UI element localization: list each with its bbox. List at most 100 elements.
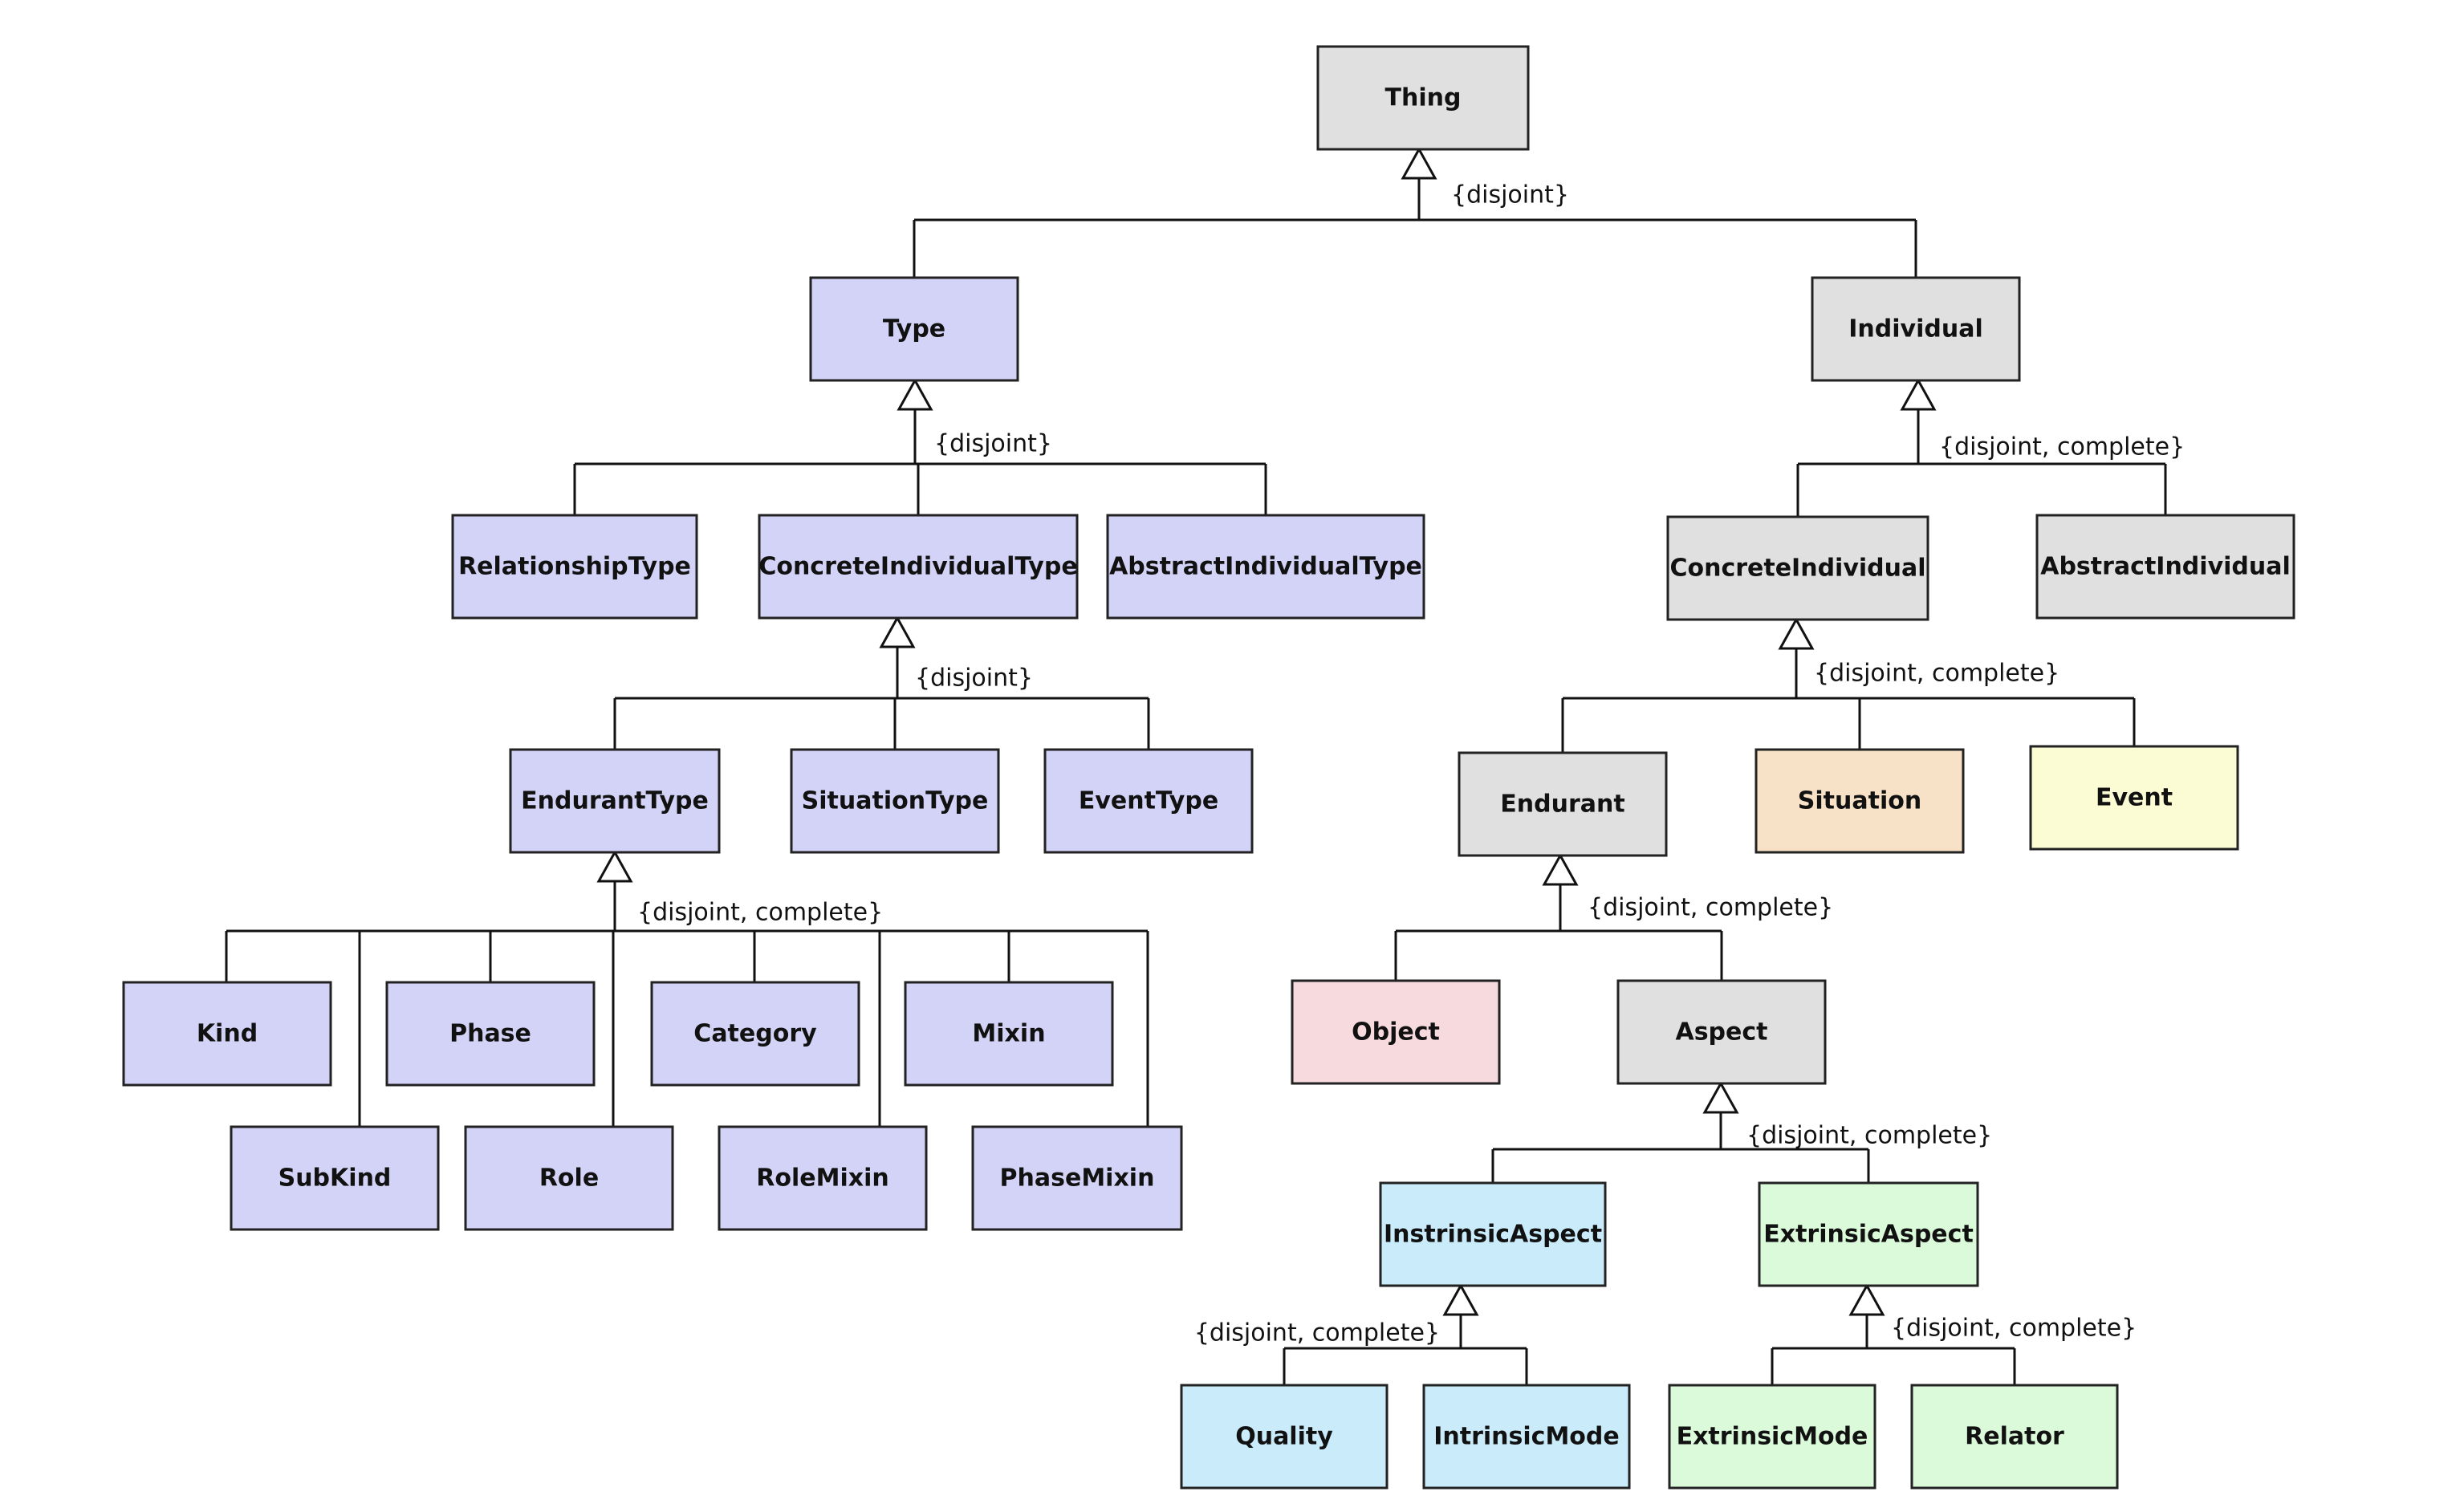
class-phase[interactable]: Phase (385, 981, 596, 1087)
class-box (1291, 979, 1501, 1085)
class-box (1758, 1181, 1979, 1287)
class-box (790, 748, 1000, 854)
class-label: Phase (449, 1020, 531, 1048)
class-extrinsic-mode[interactable]: ExtrinsicMode (1668, 1384, 1876, 1490)
class-aspect[interactable]: Aspect (1616, 979, 1827, 1085)
class-relator[interactable]: Relator (1910, 1384, 2119, 1490)
class-event[interactable]: Event (2029, 745, 2239, 851)
class-box (971, 1125, 1183, 1231)
generalization-arrow-icon (1848, 1282, 1885, 1316)
class-endurant[interactable]: Endurant (1458, 751, 1668, 857)
class-label: Role (539, 1164, 599, 1193)
class-label: Kind (197, 1020, 258, 1048)
class-label: Situation (1798, 787, 1921, 815)
class-label: Individual (1848, 315, 1982, 343)
class-label: Object (1352, 1018, 1440, 1047)
class-box (385, 981, 596, 1087)
class-abstract-individual-type[interactable]: AbstractIndividualType (1106, 514, 1425, 620)
class-subkind[interactable]: SubKind (230, 1125, 440, 1231)
generalization-arrow-icon (596, 849, 633, 883)
class-label: EndurantType (521, 787, 709, 815)
class-type[interactable]: Type (809, 276, 1019, 382)
class-instrinsic-aspect[interactable]: InstrinsicAspect (1379, 1181, 1607, 1287)
class-abstract-individual[interactable]: AbstractIndividual (2035, 514, 2295, 620)
class-box (2035, 514, 2295, 620)
class-box (1910, 1384, 2119, 1490)
class-kind[interactable]: Kind (122, 981, 332, 1087)
class-label: ExtrinsicAspect (1763, 1221, 1974, 1249)
class-label: SituationType (802, 787, 989, 815)
constraint-label-concrete_individual: {disjoint, complete} (1814, 660, 2059, 688)
constraint-label-extrinsic_aspect: {disjoint, complete} (1891, 1315, 2137, 1343)
class-endurant-type[interactable]: EndurantType (509, 748, 721, 854)
class-object[interactable]: Object (1291, 979, 1501, 1085)
class-extrinsic-aspect[interactable]: ExtrinsicAspect (1758, 1181, 1979, 1287)
class-phase-mixin[interactable]: PhaseMixin (971, 1125, 1183, 1231)
class-mixin[interactable]: Mixin (904, 981, 1114, 1087)
class-label: Thing (1385, 84, 1462, 112)
class-box (1422, 1384, 1631, 1490)
class-box (650, 981, 860, 1087)
class-relationship-type[interactable]: RelationshipType (451, 514, 698, 620)
class-box (1180, 1384, 1389, 1490)
class-quality[interactable]: Quality (1180, 1384, 1389, 1490)
class-box (1668, 1384, 1876, 1490)
class-label: Type (883, 315, 945, 343)
class-label: Mixin (972, 1020, 1045, 1048)
class-event-type[interactable]: EventType (1043, 748, 1254, 854)
class-individual[interactable]: Individual (1811, 276, 2021, 382)
class-label: RoleMixin (756, 1164, 888, 1193)
class-label: PhaseMixin (1000, 1164, 1155, 1193)
constraint-label-endurant: {disjoint, complete} (1588, 894, 1833, 922)
class-role-mixin[interactable]: RoleMixin (718, 1125, 928, 1231)
class-label: Category (693, 1020, 817, 1048)
class-label: IntrinsicMode (1433, 1423, 1620, 1451)
class-box (509, 748, 721, 854)
constraint-label-concrete_individual_type: {disjoint} (915, 665, 1033, 693)
class-box (1043, 748, 1254, 854)
class-box (1616, 979, 1827, 1085)
class-label: InstrinsicAspect (1384, 1221, 1602, 1249)
class-concrete-individual-type[interactable]: ConcreteIndividualType (758, 514, 1079, 620)
class-box (758, 514, 1079, 620)
class-concrete-individual[interactable]: ConcreteIndividual (1666, 515, 1929, 621)
generalization-arrow-icon (1702, 1080, 1739, 1114)
class-role[interactable]: Role (464, 1125, 674, 1231)
constraint-labels: {disjoint} {disjoint} {disjoint, complete}… (637, 181, 2185, 1347)
constraint-label-type: {disjoint} (934, 430, 1052, 458)
class-intrinsic-mode[interactable]: IntrinsicMode (1422, 1384, 1631, 1490)
class-label: Endurant (1500, 791, 1624, 819)
generalization-arrow-icon (1542, 852, 1579, 886)
class-situation-type[interactable]: SituationType (790, 748, 1000, 854)
class-label: SubKind (279, 1164, 392, 1193)
class-label: RelationshipType (458, 553, 691, 581)
generalization-edges (225, 146, 2167, 1385)
class-label: ConcreteIndividual (1669, 555, 1925, 583)
class-box (1316, 45, 1530, 151)
class-thing[interactable]: Thing (1316, 45, 1530, 151)
class-label: ExtrinsicMode (1677, 1423, 1868, 1451)
generalization-arrow-icon (1442, 1282, 1479, 1316)
class-box (1379, 1181, 1607, 1287)
class-box (718, 1125, 928, 1231)
generalization-arrow-icon (1778, 616, 1815, 650)
class-label: AbstractIndividualType (1109, 553, 1422, 581)
generalization-arrow-icon (1401, 146, 1437, 180)
class-category[interactable]: Category (650, 981, 860, 1087)
class-label: Relator (1965, 1423, 2064, 1451)
class-label: Aspect (1675, 1018, 1767, 1047)
class-box (451, 514, 698, 620)
constraint-label-thing: {disjoint} (1451, 181, 1569, 209)
class-box (1106, 514, 1425, 620)
class-box (122, 981, 332, 1087)
constraint-label-aspect: {disjoint, complete} (1746, 1122, 1992, 1150)
generalization-arrow-icon (897, 377, 933, 411)
class-situation[interactable]: Situation (1754, 748, 1965, 854)
generalization-arrow-icon (1900, 377, 1937, 411)
class-box (464, 1125, 674, 1231)
constraint-label-individual: {disjoint, complete} (1939, 433, 2185, 461)
class-box (230, 1125, 440, 1231)
generalization-arrow-icon (879, 615, 916, 648)
class-box (2029, 745, 2239, 851)
